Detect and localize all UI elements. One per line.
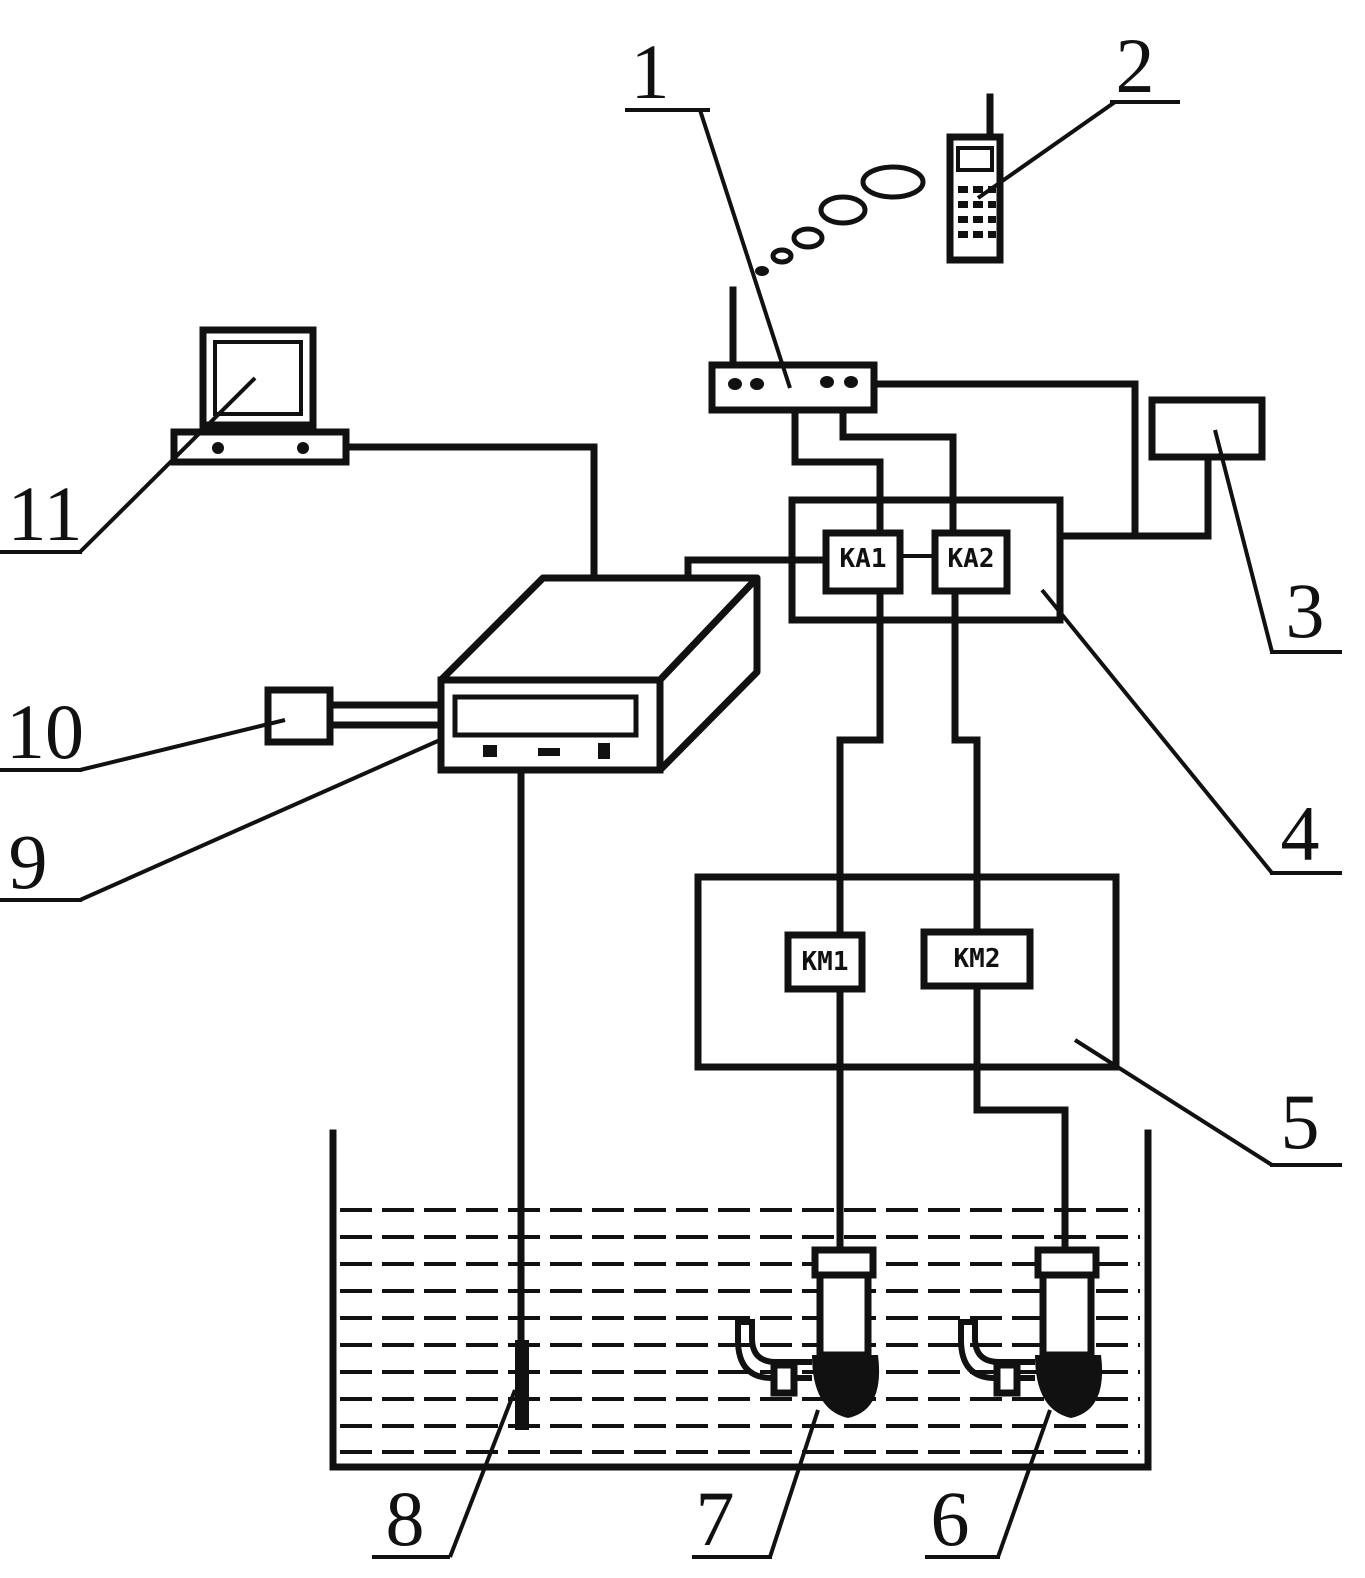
water-tank	[329, 1129, 1152, 1471]
label-8: 8	[386, 1475, 425, 1562]
relay-ka2-label: KA2	[948, 544, 995, 574]
label-1: 1	[631, 28, 670, 115]
label-2: 2	[1116, 22, 1155, 109]
controller-unit	[437, 574, 761, 774]
auxiliary-module	[264, 686, 334, 746]
relay-board: KA1 KA2	[788, 496, 1064, 624]
power-supply-box	[1148, 396, 1266, 461]
mobile-phone	[946, 93, 1004, 264]
contactor-km1-label: KM1	[802, 947, 849, 977]
label-4: 4	[1281, 790, 1320, 877]
label-10: 10	[6, 688, 84, 775]
level-probe	[515, 1340, 529, 1430]
wireless-module	[708, 286, 878, 414]
radio-waves	[755, 164, 926, 276]
submersible-pump-2	[958, 1246, 1103, 1418]
contactor-km2-label: KM2	[954, 944, 1001, 974]
leader-lines	[0, 100, 1342, 1559]
contactor-box: KM1 KM2	[694, 873, 1120, 1071]
label-6: 6	[931, 1475, 970, 1562]
label-3: 3	[1286, 567, 1325, 654]
wiring	[326, 380, 1212, 1344]
computer	[170, 326, 350, 466]
relay-ka1-label: KA1	[840, 544, 887, 574]
submersible-pump-1	[735, 1246, 880, 1418]
label-5: 5	[1281, 1078, 1320, 1165]
label-9: 9	[9, 818, 48, 905]
label-11: 11	[7, 470, 82, 557]
label-7: 7	[696, 1475, 735, 1562]
